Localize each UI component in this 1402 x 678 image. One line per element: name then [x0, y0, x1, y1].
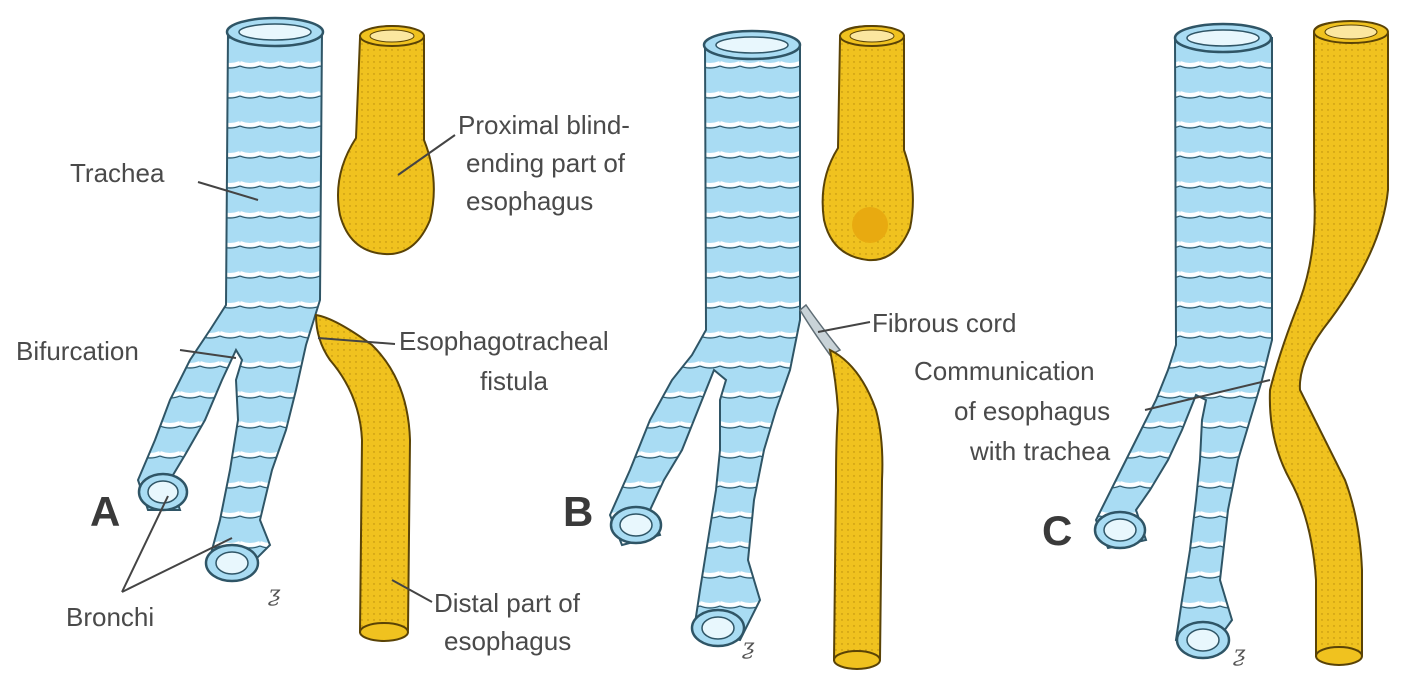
label-communication-line-3: with trachea [970, 436, 1110, 467]
signature-b: ƺ [742, 635, 754, 660]
panel-c [1095, 21, 1388, 665]
label-fibrous-cord: Fibrous cord [872, 308, 1017, 339]
label-bronchi: Bronchi [66, 602, 154, 633]
label-distal-line-2: esophagus [444, 626, 571, 657]
panel-letter-b: B [563, 488, 593, 536]
label-communication-line-1: Communication [914, 356, 1095, 387]
signature-a: ƺ [268, 582, 280, 607]
proximal-esophagus-a [338, 26, 434, 254]
panel-a [138, 18, 434, 641]
panel-letter-c: C [1042, 507, 1072, 555]
trachea-b [610, 45, 800, 640]
label-fistula-line-2: fistula [480, 366, 548, 397]
label-trachea: Trachea [70, 158, 164, 189]
signature-c: ƺ [1233, 642, 1245, 667]
fibrous-cord [800, 305, 840, 355]
panel-letter-a: A [90, 488, 120, 536]
trachea-c [1096, 38, 1272, 650]
leader-lines-b [818, 322, 870, 332]
esophagus-c [1270, 22, 1388, 662]
label-proximal-line-3: esophagus [466, 186, 593, 217]
label-proximal-line-2: ending part of [466, 148, 625, 179]
distal-esophagus-a [316, 315, 410, 638]
label-proximal-line-1: Proximal blind- [458, 110, 630, 141]
label-fistula-line-1: Esophagotracheal [399, 326, 609, 357]
label-bifurcation: Bifurcation [16, 336, 139, 367]
label-distal-line-1: Distal part of [434, 588, 580, 619]
label-communication-line-2: of esophagus [954, 396, 1110, 427]
panel-b [610, 26, 913, 669]
distal-esophagus-b [830, 350, 882, 666]
